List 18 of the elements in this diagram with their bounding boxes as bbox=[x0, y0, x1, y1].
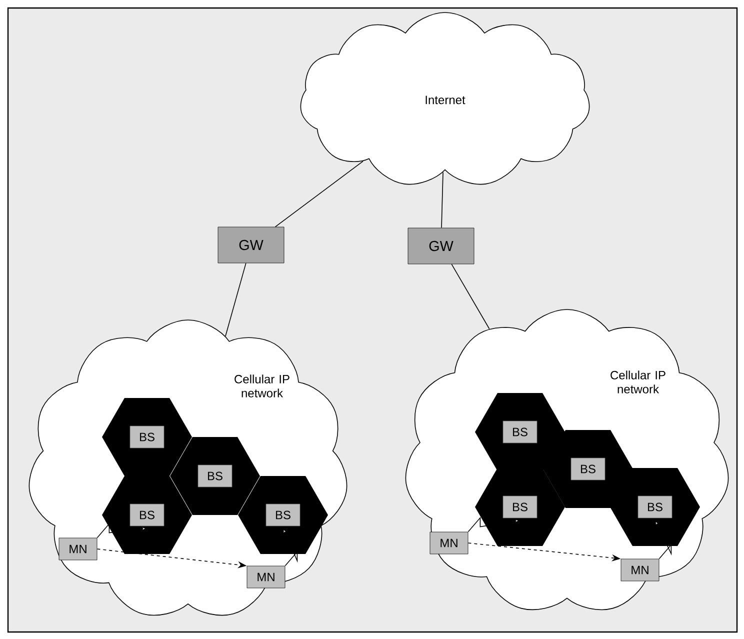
gateway-box: GW bbox=[218, 226, 284, 264]
base-station-box: BS bbox=[130, 504, 164, 526]
mobile-node-box: MN bbox=[246, 566, 286, 588]
base-station-box: BS bbox=[502, 420, 538, 444]
base-station-box: BS bbox=[130, 426, 164, 448]
cloud: Internet bbox=[300, 12, 590, 185]
mobile-node-box: MN bbox=[620, 558, 660, 582]
connector-line bbox=[225, 262, 246, 337]
gateway-box: GW bbox=[408, 228, 474, 264]
base-station-box: BS bbox=[266, 504, 300, 526]
base-station-box: BS bbox=[570, 458, 606, 480]
base-station-box: BS bbox=[198, 464, 232, 488]
mobile-node-box: MN bbox=[430, 532, 468, 554]
mobile-node-box: MN bbox=[58, 538, 98, 560]
base-station-box: BS bbox=[502, 496, 538, 518]
base-station-box: BS bbox=[638, 496, 672, 518]
connector-line bbox=[274, 160, 364, 228]
connector-line bbox=[451, 264, 490, 330]
